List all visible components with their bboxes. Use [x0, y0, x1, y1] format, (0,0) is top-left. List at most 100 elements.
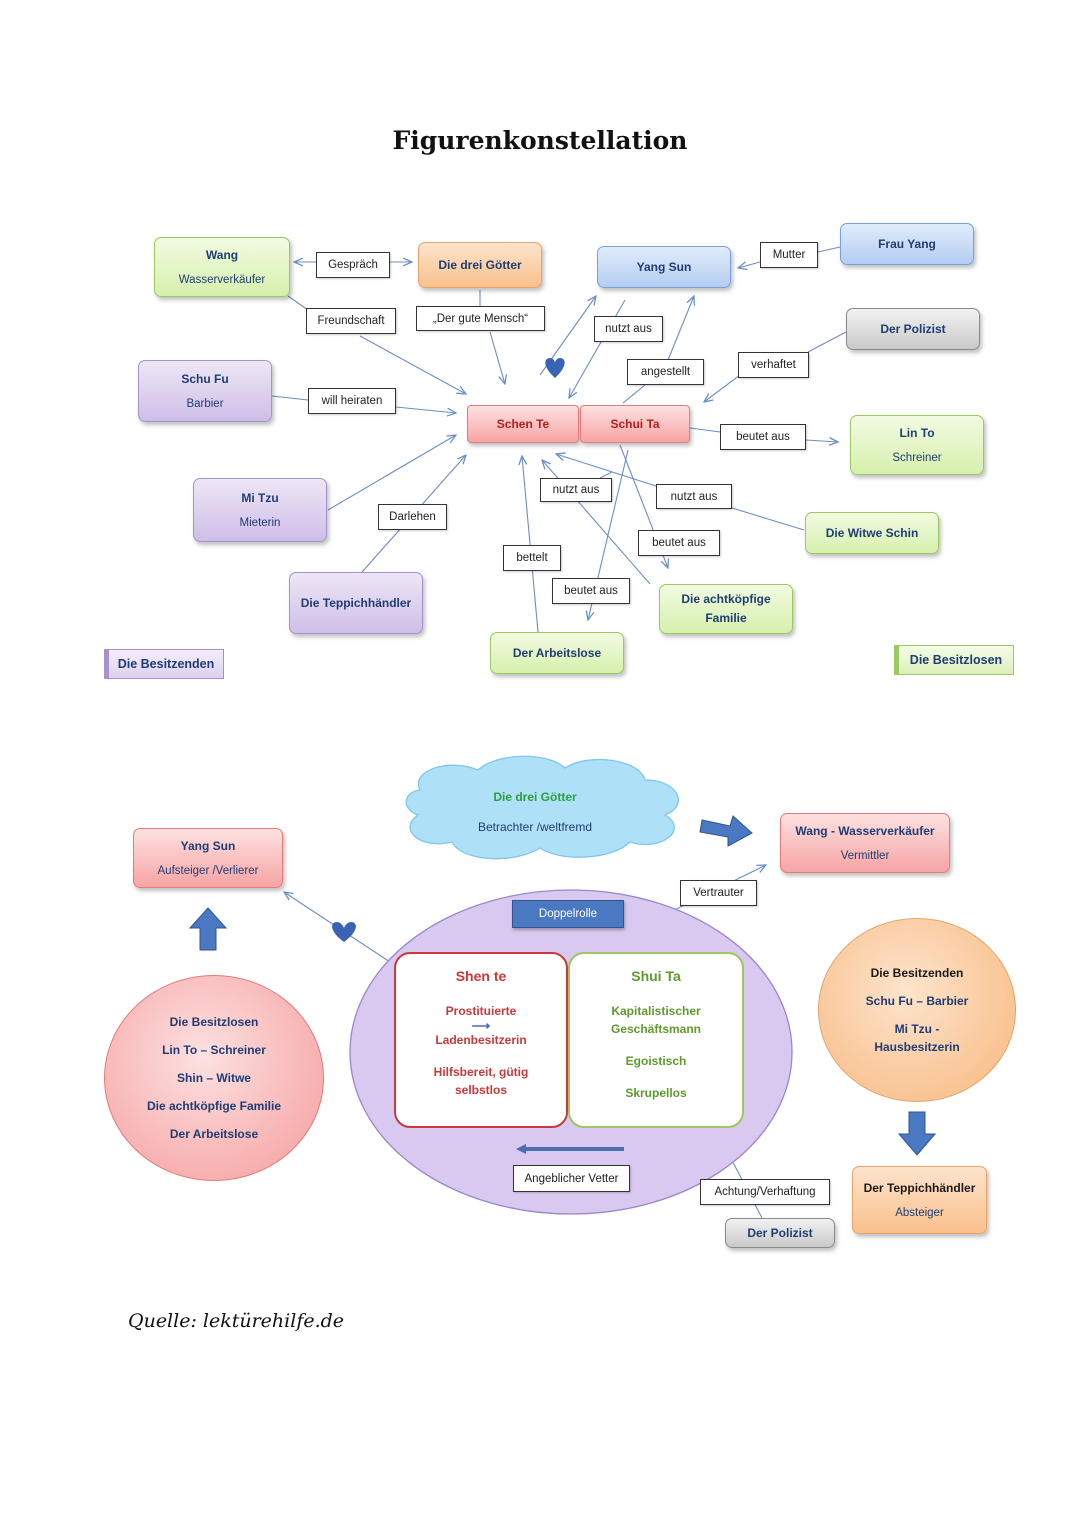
wang-bottom-role: Vermittler — [840, 850, 890, 862]
wang-name: Wang — [205, 248, 239, 262]
polizist-name: Der Polizist — [880, 322, 946, 336]
source-note: Quelle: lektürehilfe.de — [128, 1310, 345, 1332]
transition-arrow-icon: ⟶ — [471, 1018, 491, 1033]
besitzende-item: Hausbesitzerin — [874, 1040, 960, 1054]
label-freundschaft: Freundschaft — [306, 308, 396, 334]
teppich-bottom-role: Absteiger — [895, 1207, 944, 1219]
label-beutet-aus-1: beutet aus — [720, 424, 806, 450]
besitzende-label: Die Besitzenden — [117, 657, 215, 671]
cloud-shape — [405, 755, 679, 860]
label-mutter: Mutter — [760, 242, 818, 268]
teppich-node: Die Teppichhändler — [289, 572, 423, 634]
wang-role: Wasserverkäufer — [178, 274, 266, 286]
shui-ta-line-3: Egoistisch — [625, 1054, 687, 1068]
label-verhaftet: verhaftet — [738, 352, 809, 378]
arbeitslose-node: Der Arbeitslose — [490, 632, 624, 674]
yang-sun-bottom-name: Yang Sun — [180, 839, 236, 853]
frau-yang-name: Frau Yang — [878, 237, 936, 251]
schen-te-name: Schen Te — [496, 417, 550, 431]
besitzende-scroll: Die Besitzenden — [104, 649, 224, 679]
shui-ta-panel: Shui Ta Kapitalistischer Geschäftsmann E… — [568, 952, 744, 1128]
mi-tzu-name: Mi Tzu — [241, 491, 279, 505]
schu-fu-role: Barbier — [186, 398, 224, 410]
shen-te-line-3: Hilfsbereit, gütig — [433, 1065, 529, 1079]
familie-name: Die achtköpfige Familie — [681, 592, 771, 625]
shen-te-line-1: Prostituierte — [445, 1004, 517, 1018]
arbeitslose-name: Der Arbeitslose — [512, 646, 602, 660]
label-nutzt-aus-3: nutzt aus — [656, 484, 732, 509]
besitzlose-circle: Die Besitzlosen Lin To – Schreiner Shin … — [104, 975, 324, 1181]
label-vertrauter: Vertrauter — [680, 880, 757, 906]
label-darlehen: Darlehen — [378, 504, 447, 530]
lin-to-node: Lin To Schreiner — [850, 415, 984, 475]
schen-te-node: Schen Te — [467, 405, 579, 443]
shen-te-panel: Shen te Prostituierte ⟶ Ladenbesitzerin … — [394, 952, 568, 1128]
witwe-name: Die Witwe Schin — [825, 526, 919, 540]
familie-node: Die achtköpfige Familie — [659, 584, 793, 634]
shui-ta-line-4: Skrupellos — [625, 1086, 687, 1100]
goetter-cloud-name: Die drei Götter — [493, 790, 577, 804]
yang-sun-bottom-node: Yang Sun Aufsteiger /Verlierer — [133, 828, 283, 888]
besitzlose-item: Der Arbeitslose — [169, 1127, 259, 1141]
goetter-node: Die drei Götter — [418, 242, 542, 288]
polizist-bottom-name: Der Polizist — [747, 1226, 813, 1240]
witwe-node: Die Witwe Schin — [805, 512, 939, 554]
schui-ta-node: Schui Ta — [580, 405, 690, 443]
besitzlose-item: Die achtköpfige Familie — [146, 1099, 282, 1113]
besitzlose-item: Lin To – Schreiner — [162, 1043, 266, 1057]
shui-ta-line-1: Kapitalistischer — [611, 1004, 701, 1018]
label-beutet-aus-3: beutet aus — [552, 578, 630, 604]
besitzlose-label: Die Besitzlosen — [909, 653, 1003, 667]
label-achtung-verhaftung: Achtung/Verhaftung — [700, 1179, 830, 1205]
mi-tzu-role: Mieterin — [239, 517, 281, 529]
schu-fu-node: Schu Fu Barbier — [138, 360, 272, 422]
arrow-left-icon — [516, 1144, 624, 1154]
schui-ta-name: Schui Ta — [610, 417, 660, 431]
wang-node: Wang Wasserverkäufer — [154, 237, 290, 297]
shen-te-line-2: Ladenbesitzerin — [435, 1033, 527, 1047]
label-guter-mensch: „Der gute Mensch“ — [416, 306, 545, 331]
besitzende-item: Mi Tzu - — [894, 1022, 940, 1036]
yang-sun-node: Yang Sun — [597, 246, 731, 288]
teppich-bottom-name: Der Teppichhändler — [863, 1181, 976, 1195]
shen-te-line-4: selbstlos — [454, 1083, 508, 1097]
label-angestellt: angestellt — [627, 359, 704, 385]
heart-icon — [332, 922, 356, 942]
arrow-down-icon — [897, 1111, 937, 1156]
label-will-heiraten: will heiraten — [308, 388, 396, 414]
schu-fu-name: Schu Fu — [181, 372, 229, 386]
label-bettelt: bettelt — [503, 545, 561, 571]
besitzlose-head: Die Besitzlosen — [169, 1015, 259, 1029]
yang-sun-name: Yang Sun — [636, 260, 692, 274]
wang-bottom-name: Wang - Wasserverkäufer — [795, 824, 935, 838]
besitzende-head: Die Besitzenden — [870, 966, 964, 980]
besitzende-circle: Die Besitzenden Schu Fu – Barbier Mi Tzu… — [818, 918, 1016, 1102]
frau-yang-node: Frau Yang — [840, 223, 974, 265]
heart-icon — [545, 358, 565, 378]
polizist-node: Der Polizist — [846, 308, 980, 350]
teppich-name: Die Teppichhändler — [300, 596, 412, 610]
lin-to-name: Lin To — [899, 426, 935, 440]
arrow-up-icon — [188, 907, 228, 951]
goetter-name: Die drei Götter — [438, 258, 522, 272]
shui-ta-head: Shui Ta — [631, 968, 681, 984]
label-angeblicher-vetter: Angeblicher Vetter — [513, 1165, 630, 1192]
yang-sun-bottom-role: Aufsteiger /Verlierer — [157, 865, 259, 877]
shen-te-head: Shen te — [455, 968, 507, 984]
teppich-bottom-node: Der Teppichhändler Absteiger — [852, 1166, 987, 1234]
page-title: Figurenkonstellation — [392, 126, 688, 155]
besitzende-item: Schu Fu – Barbier — [865, 994, 969, 1008]
label-gespraech: Gespräch — [316, 252, 390, 278]
lin-to-role: Schreiner — [892, 452, 942, 464]
shui-ta-line-2: Geschäftsmann — [610, 1022, 702, 1036]
mi-tzu-node: Mi Tzu Mieterin — [193, 478, 327, 542]
label-beutet-aus-2: beutet aus — [638, 530, 720, 556]
doppelrolle-banner: Doppelrolle — [512, 900, 624, 928]
besitzlose-item: Shin – Witwe — [177, 1071, 251, 1085]
label-nutzt-aus-1: nutzt aus — [594, 316, 663, 342]
besitzlose-scroll: Die Besitzlosen — [894, 645, 1014, 675]
goetter-cloud-text: Die drei Götter Betrachter /weltfremd — [430, 790, 640, 834]
goetter-cloud-role: Betrachter /weltfremd — [477, 820, 593, 834]
wang-bottom-node: Wang - Wasserverkäufer Vermittler — [780, 813, 950, 873]
label-nutzt-aus-2: nutzt aus — [540, 478, 612, 502]
